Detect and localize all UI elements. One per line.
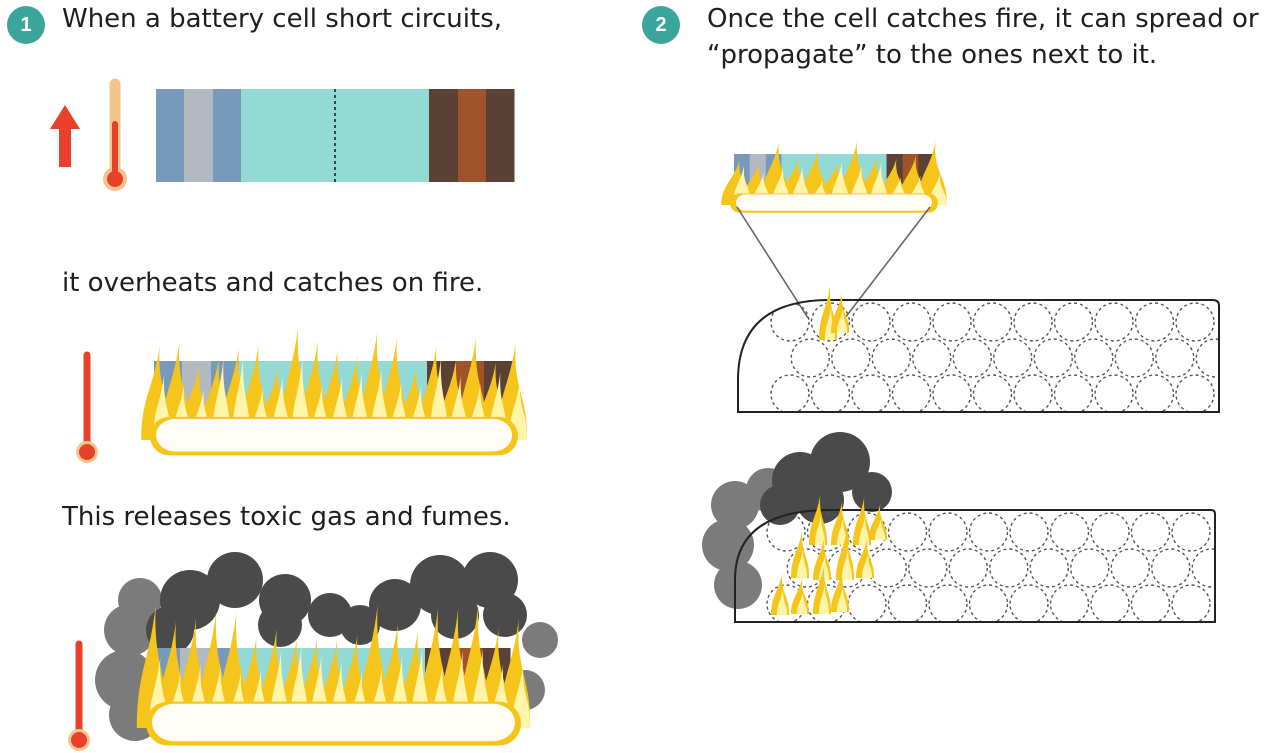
step-1-badge: 1 bbox=[7, 6, 45, 44]
battery-pack-one-cell-burning bbox=[737, 299, 1220, 413]
step-1-caption-gas: This releases toxic gas and fumes. bbox=[62, 502, 511, 532]
flame-icon bbox=[136, 603, 531, 746]
flame-icon bbox=[771, 495, 888, 615]
flame-icon bbox=[819, 285, 850, 340]
flame-icon bbox=[721, 141, 947, 213]
zoom-lines bbox=[736, 206, 931, 319]
step-1-caption-short-circuit: When a battery cell short circuits, bbox=[62, 4, 503, 34]
step-2-caption-line-1: Once the cell catches fire, it can sprea… bbox=[707, 4, 1259, 34]
step-2-caption-line-2: “propagate” to the ones next to it. bbox=[707, 40, 1158, 70]
step-1-caption-fire: it overheats and catches on fire. bbox=[62, 268, 484, 298]
thermometer-icon bbox=[76, 351, 98, 463]
up-arrow-icon bbox=[50, 105, 80, 167]
thermometer-icon bbox=[103, 78, 127, 191]
battery-cell bbox=[156, 89, 515, 182]
thermometer-icon bbox=[68, 640, 90, 751]
battery-pack-fire-spreading bbox=[734, 509, 1216, 623]
step-2-badge: 2 bbox=[642, 6, 680, 44]
flame-icon bbox=[141, 326, 527, 456]
